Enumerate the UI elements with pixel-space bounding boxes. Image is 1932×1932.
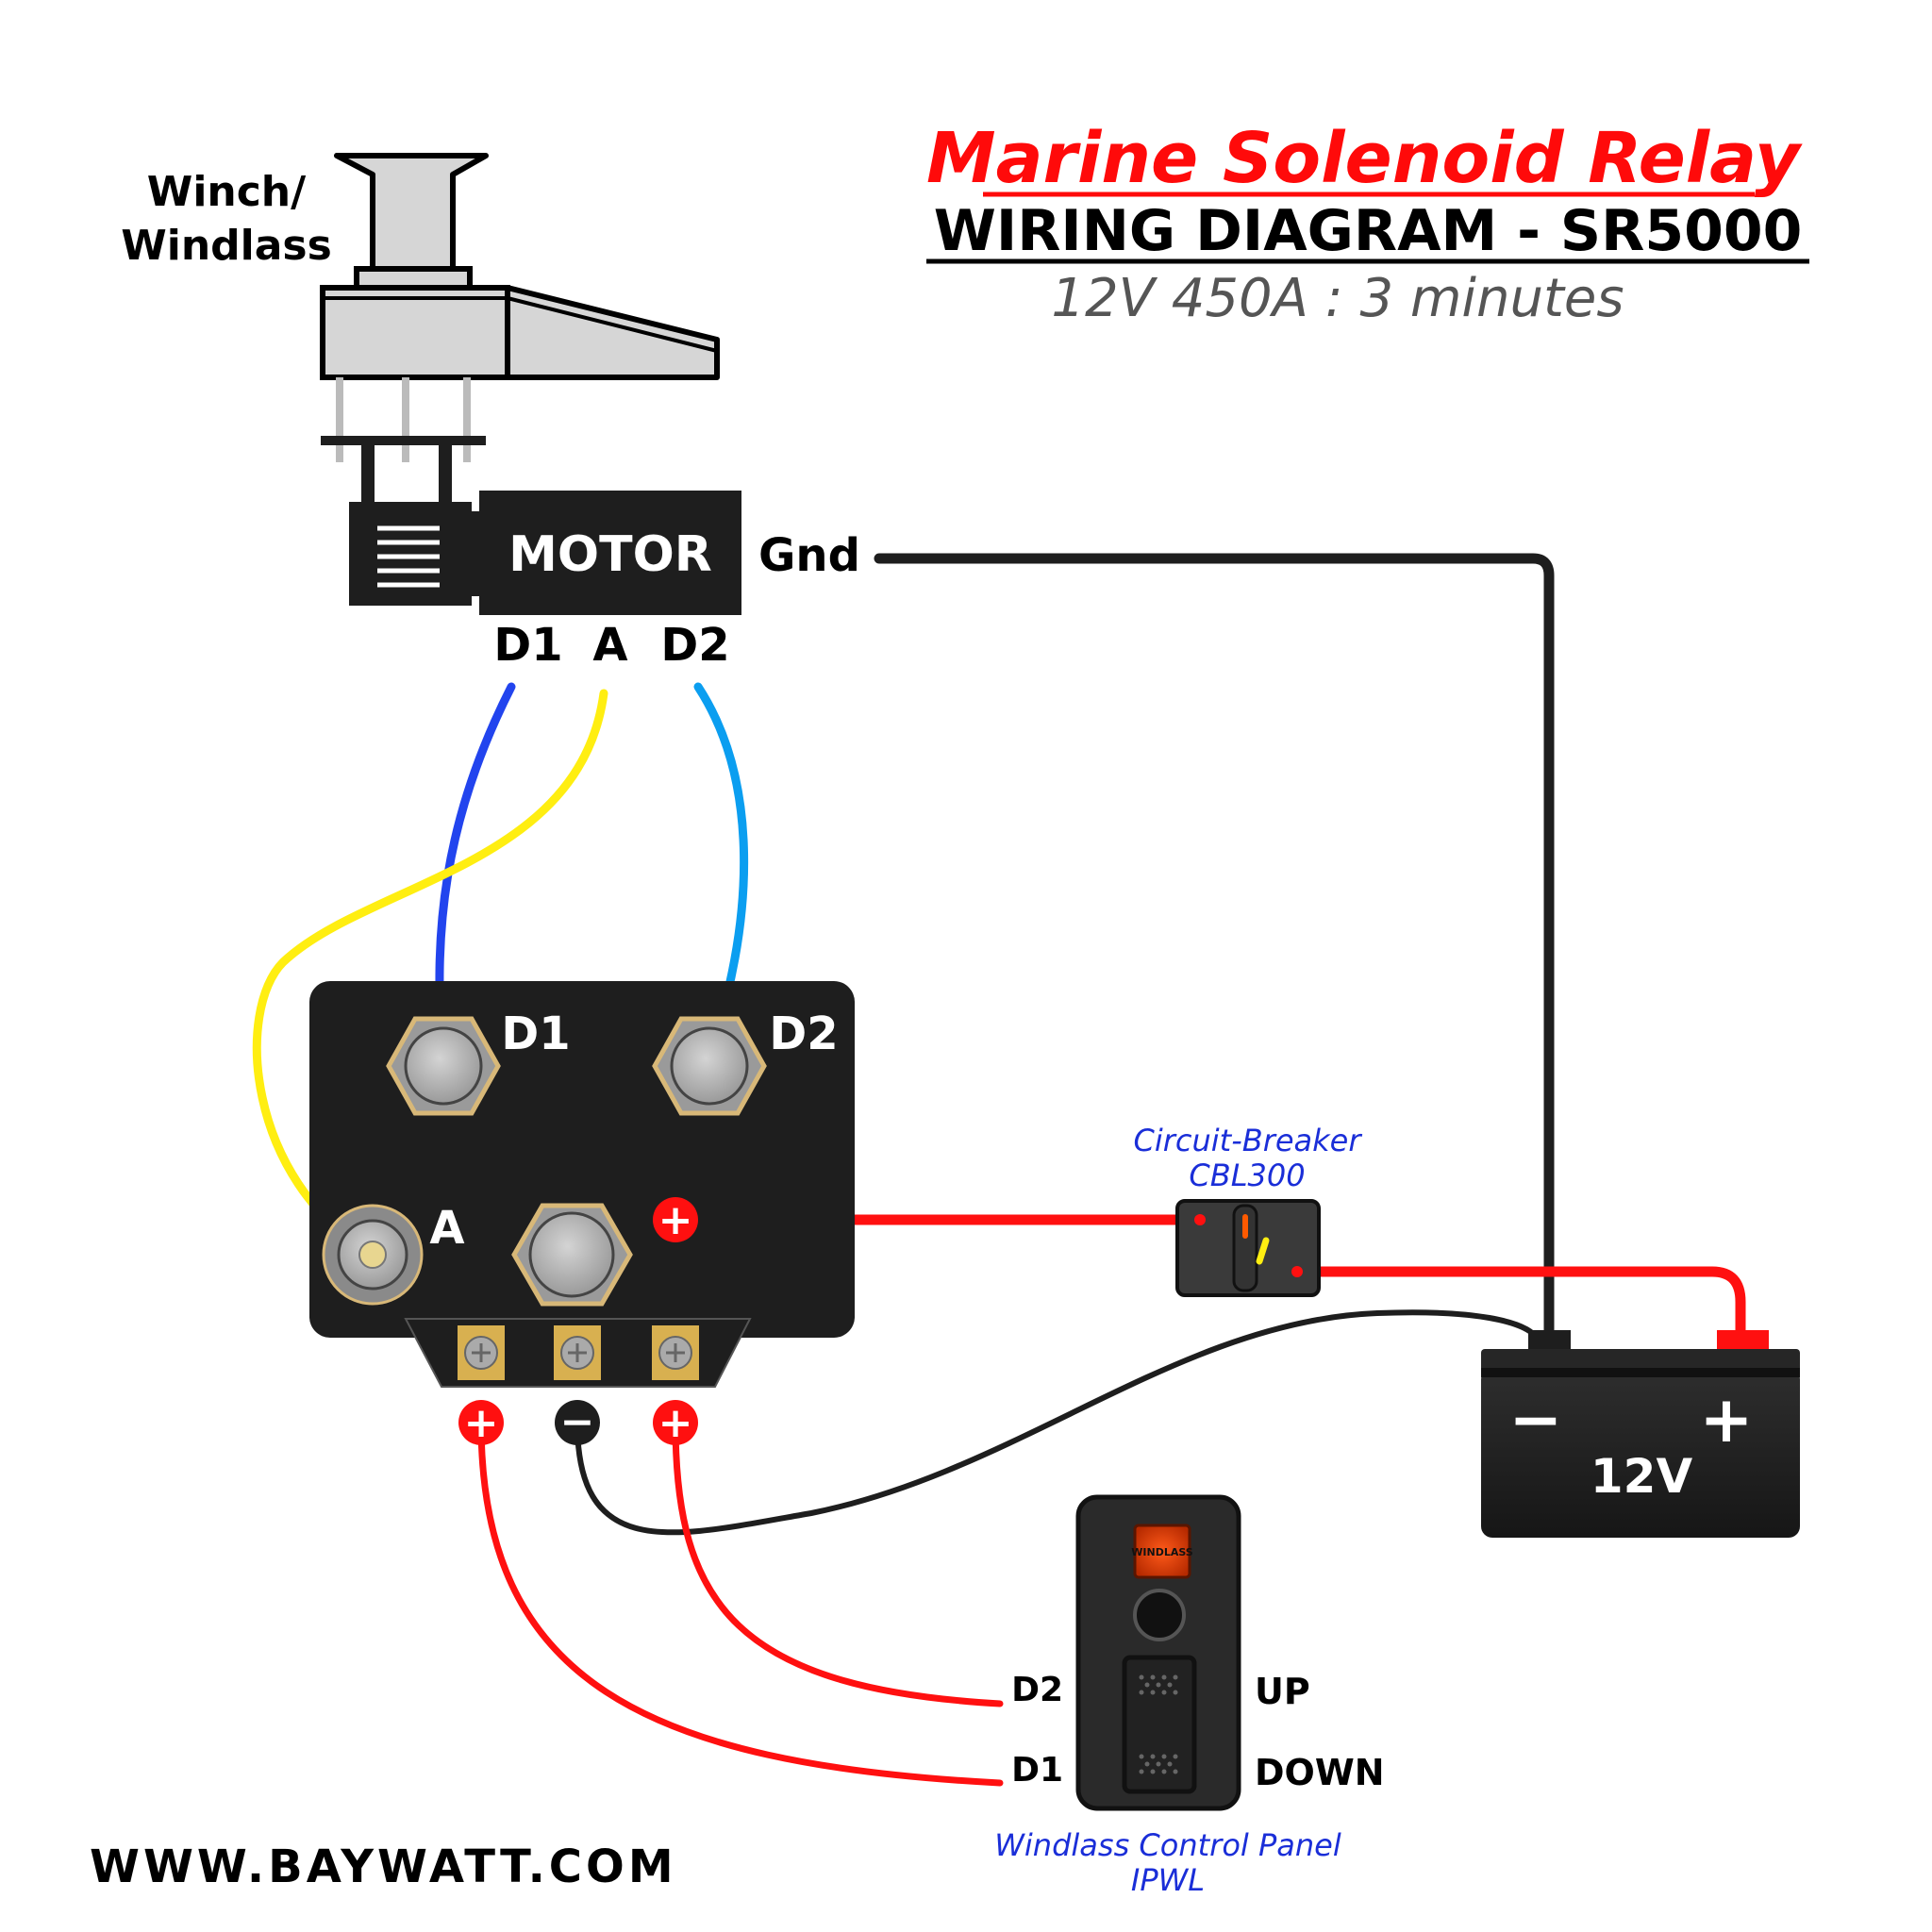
diagram-title: Marine Solenoid Relay <box>926 118 1803 199</box>
coil-positive-badge-d1 <box>458 1400 504 1445</box>
capstan-drum-icon <box>334 153 489 272</box>
solenoid-d2-label: D2 <box>769 1008 838 1060</box>
windlass-label: Windlass <box>121 222 332 270</box>
breaker-input-terminal <box>1194 1214 1206 1225</box>
motor-terminal-d1: D1 <box>493 619 562 672</box>
a-stud <box>322 1204 424 1306</box>
battery-body <box>1481 1368 1800 1538</box>
terminal-screws <box>458 1325 699 1380</box>
website-url[interactable]: WWW.BAYWATT.COM <box>90 1840 677 1893</box>
battery-positive-post <box>1717 1330 1769 1349</box>
circuit-breaker: Circuit-Breaker CBL300 <box>1133 1123 1362 1297</box>
header: Marine Solenoid Relay WIRING DIAGRAM - S… <box>926 118 1809 329</box>
breaker-flag <box>1256 1237 1270 1265</box>
solenoid-a-label: A <box>429 1202 464 1255</box>
wires <box>252 553 1746 1787</box>
up-label: UP <box>1255 1671 1310 1712</box>
down-grip-icon <box>1139 1754 1178 1774</box>
panel-body <box>1075 1494 1241 1811</box>
motor-gearbox <box>349 502 472 606</box>
d2-stud <box>652 1016 767 1116</box>
battery: − + 12V <box>1481 1330 1800 1538</box>
a-motor-wire <box>252 689 608 1259</box>
deck-plate <box>321 436 486 445</box>
motor-mount-left <box>361 445 375 502</box>
panel-d2-label: D2 <box>1011 1671 1063 1709</box>
rating-text: 12V 450A : 3 minutes <box>1051 268 1624 329</box>
status-led-label: WINDLASS <box>1131 1546 1193 1558</box>
control-panel-caption: Windlass Control Panel <box>994 1827 1341 1863</box>
battery-lid-shadow <box>1481 1368 1800 1377</box>
d1-control-wire <box>477 1419 1004 1787</box>
control-panel-model: IPWL <box>1131 1862 1205 1898</box>
windlass-arm <box>505 285 720 380</box>
diagram-subtitle: WIRING DIAGRAM - SR5000 <box>934 198 1803 264</box>
motor-label: MOTOR <box>508 526 712 583</box>
up-grip-icon <box>1139 1674 1178 1695</box>
windlass-control-panel: WINDLASS UP DOWN D2 D1 Windlass Control … <box>994 1494 1385 1898</box>
motor-terminal-d2: D2 <box>660 619 729 672</box>
d1-stud <box>386 1016 501 1116</box>
coil-positive-symbol-d2: + <box>658 1399 693 1447</box>
windlass-housing <box>320 285 510 380</box>
solenoid-relay: D1 D2 A + + − + <box>309 981 855 1447</box>
motor-body <box>479 491 741 615</box>
solenoid-positive-badge <box>653 1197 698 1242</box>
windlass-drawing: Winch/ Windlass MOTOR Gnd D1 A D2 <box>121 153 860 672</box>
arm-line <box>507 296 718 353</box>
breaker-model: CBL300 <box>1189 1158 1305 1193</box>
solenoid-d1-label: D1 <box>501 1008 570 1060</box>
d2-control-wire <box>672 1419 1004 1707</box>
battery-plus-symbol: + <box>1700 1383 1754 1457</box>
battery-negative-post <box>1528 1330 1571 1349</box>
breaker-label: Circuit-Breaker <box>1133 1123 1362 1158</box>
panel-d1-label: D1 <box>1011 1751 1063 1790</box>
ground-wire <box>874 553 1555 1336</box>
breaker-lever-icon <box>1232 1204 1258 1292</box>
down-label: DOWN <box>1255 1752 1385 1793</box>
breaker-output-terminal <box>1291 1266 1303 1277</box>
coil-negative-symbol: − <box>560 1398 595 1446</box>
power-button[interactable] <box>1133 1589 1186 1641</box>
motor-neck <box>468 511 481 596</box>
winch-label: Winch/ <box>147 168 307 216</box>
motor-mount-right <box>439 445 452 502</box>
battery-stud <box>511 1203 633 1307</box>
battery-lid <box>1481 1349 1800 1374</box>
battery-voltage: 12V <box>1591 1449 1693 1504</box>
control-negative-wire <box>575 1309 1541 1536</box>
motor-terminal-a: A <box>592 619 627 672</box>
coil-positive-symbol-d1: + <box>464 1399 499 1447</box>
solenoid-positive-symbol: + <box>658 1196 693 1244</box>
breaker-to-battery-wire <box>1287 1266 1746 1336</box>
gearbox-vent-icon <box>377 525 440 588</box>
status-led <box>1133 1524 1191 1579</box>
battery-minus-symbol: − <box>1509 1383 1563 1457</box>
coil-negative-badge <box>555 1400 600 1445</box>
rocker-switch[interactable] <box>1122 1655 1197 1794</box>
gnd-label: Gnd <box>758 529 860 582</box>
coil-positive-badge-d2 <box>653 1400 698 1445</box>
